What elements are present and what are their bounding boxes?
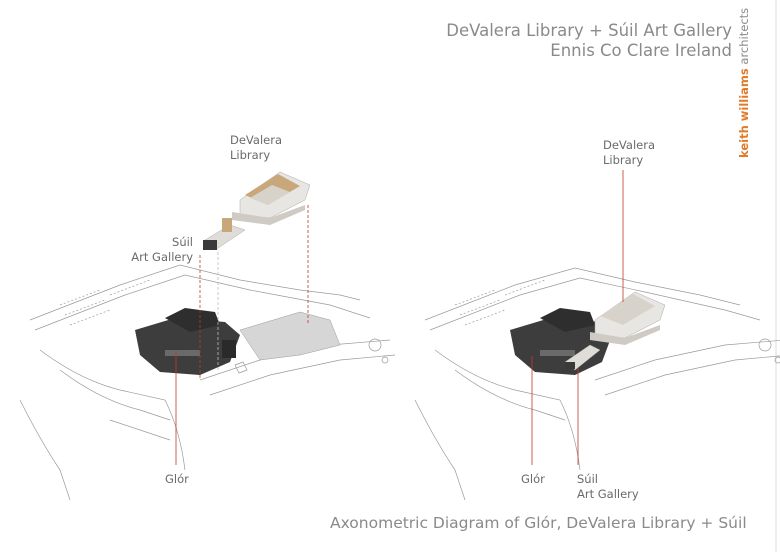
- left-site-plan: [19, 264, 396, 501]
- leader-lines: [175, 170, 624, 465]
- brand-name-bold: keith williams: [737, 68, 751, 158]
- left-plaza: [239, 311, 341, 361]
- brand-logo: keith williams architects: [737, 8, 751, 158]
- left-suil-label-2: Art Gallery: [131, 250, 193, 264]
- right-library-label-1: DeValera: [603, 138, 655, 152]
- right-suil-label-2: Art Gallery: [577, 487, 639, 501]
- brand-name-light: architects: [737, 7, 751, 65]
- left-devalera-library-model: [203, 171, 311, 251]
- title-line-1: DeValera Library + Súil Art Gallery: [446, 21, 732, 40]
- right-library-label-2: Library: [603, 153, 644, 167]
- right-glor-label: Glór: [521, 472, 545, 486]
- right-suil-label-1: Súil: [577, 472, 598, 486]
- left-suil-label-1: Súil: [172, 235, 193, 249]
- left-library-label-1: DeValera: [230, 133, 282, 147]
- left-glor-label: Glór: [165, 472, 189, 486]
- right-glor-building: [510, 308, 612, 375]
- diagram-caption: Axonometric Diagram of Glór, DeValera Li…: [330, 514, 747, 532]
- left-library-label-2: Library: [230, 148, 271, 162]
- right-site-plan: [414, 267, 780, 501]
- title-line-2: Ennis Co Clare Ireland: [550, 41, 732, 60]
- left-glor-building: [135, 308, 240, 375]
- right-devalera-library-model: [564, 291, 666, 371]
